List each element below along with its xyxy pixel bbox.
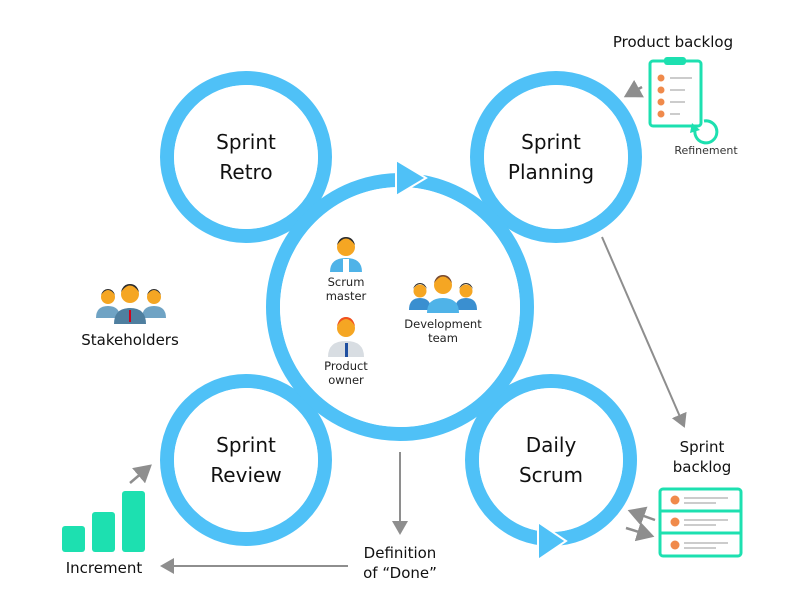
product-backlog-label: Product backlog	[612, 33, 734, 51]
definition-of-done-label: Definition of “Done”	[363, 544, 437, 582]
scrum-master-label: Scrum master	[325, 275, 367, 303]
clipboard-list-icon	[648, 57, 703, 128]
increment-label: Increment	[65, 559, 143, 577]
development-team-label: Development team	[404, 317, 482, 345]
arrow-backlog-to-planning	[623, 79, 644, 98]
refresh-cycle-icon	[690, 119, 719, 145]
daily-scrum-label: Daily Scrum	[518, 433, 584, 487]
sprint-planning-label: Sprint Planning	[507, 130, 595, 184]
product-owner-label: Product owner	[324, 359, 368, 387]
person-tie-icon	[328, 317, 364, 357]
sprint-backlog-label: Sprint backlog	[672, 438, 732, 476]
refinement-label: Refinement	[674, 144, 738, 157]
people-group-icon	[96, 284, 166, 324]
bar-growth-icon	[62, 491, 145, 552]
sprint-review-label: Sprint Review	[210, 433, 282, 487]
arrow-scrum-to-sprint-backlog-b	[625, 522, 655, 542]
stacked-list-icon	[658, 487, 743, 558]
arrow-increment-to-review	[129, 464, 152, 484]
cycle-arrowhead-bottom	[537, 520, 568, 562]
cycle-arrowhead-top	[395, 158, 428, 198]
arrow-sprint-backlog-to-scrum-a	[627, 506, 656, 526]
arrow-planning-to-sprint-backlog	[601, 236, 687, 428]
team-icon	[409, 275, 477, 313]
stakeholders-label: Stakeholders	[81, 331, 179, 349]
sprint-retro-label: Sprint Retro	[216, 130, 276, 184]
person-icon	[330, 237, 362, 272]
